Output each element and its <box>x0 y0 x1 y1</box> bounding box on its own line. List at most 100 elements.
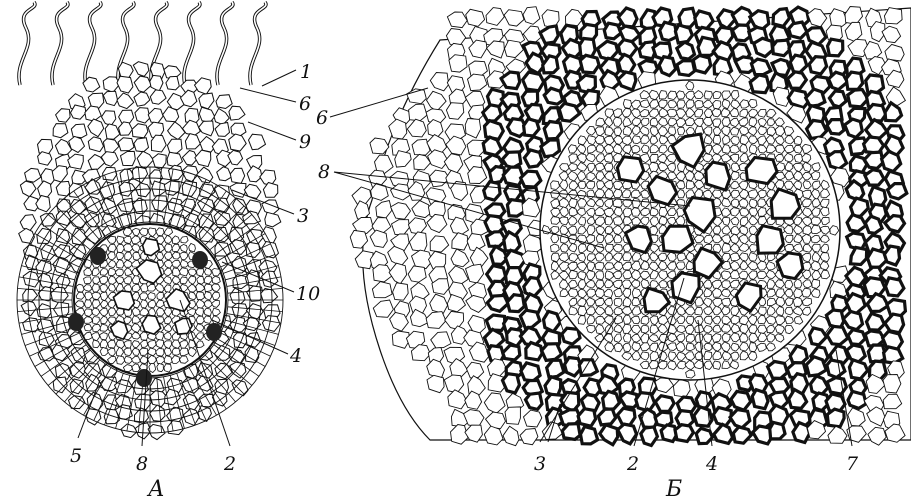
stele-cell <box>660 216 667 224</box>
cortex-cell <box>641 427 658 446</box>
cortex-cell <box>262 316 280 332</box>
cortex-cell <box>504 10 524 26</box>
cortex-cell <box>88 137 103 152</box>
stele-cell <box>704 91 712 99</box>
cortex-cell <box>544 88 563 104</box>
cortex-cell <box>503 374 520 393</box>
cortex-cell <box>770 423 785 439</box>
stele-cell <box>650 154 658 162</box>
cortex-cell <box>132 124 148 138</box>
cortex-cell <box>845 119 863 137</box>
stele-cell <box>148 300 156 308</box>
caption-b: Б <box>665 477 682 502</box>
stele-cell <box>595 262 604 270</box>
cortex-cell <box>865 170 884 185</box>
stele-cell <box>124 348 132 356</box>
cortex-cell <box>199 121 214 136</box>
stele-cell <box>157 252 164 260</box>
xylem-vessel <box>757 226 783 254</box>
cortex-cell <box>868 249 887 268</box>
cortex-cell <box>56 109 71 123</box>
cortex-cell <box>119 122 133 135</box>
cortex-cell <box>117 76 133 93</box>
stele-cell <box>749 343 757 352</box>
cortex-cell <box>562 328 580 344</box>
cortex-cell <box>197 167 213 183</box>
stele-cell <box>140 332 148 340</box>
stele-cell <box>667 109 677 117</box>
cortex-cell <box>38 152 52 166</box>
xylem-vessel <box>746 158 777 184</box>
cortex-cell <box>229 106 245 120</box>
cortex-cell <box>544 122 562 140</box>
stele-cell <box>633 198 641 208</box>
cortex-cell <box>502 152 521 168</box>
cortex-cell <box>40 214 56 227</box>
stele-cell <box>776 297 785 306</box>
stele-cell <box>605 216 613 225</box>
cortex-cell <box>523 7 540 25</box>
cortex-cell <box>788 72 807 89</box>
stele-cell <box>614 298 622 307</box>
stele-cell <box>649 162 658 172</box>
stele-cell <box>172 348 180 355</box>
stele-cell <box>713 361 721 369</box>
stele-cell <box>623 99 631 108</box>
cortex-cell <box>148 108 163 123</box>
stele-cell <box>811 225 821 233</box>
stele-cell <box>632 342 641 350</box>
cortex-cell <box>807 120 827 138</box>
stele-cell <box>85 309 93 317</box>
stele-cell <box>713 100 721 109</box>
label-b-4: 4 <box>705 453 718 475</box>
cortex-cell <box>578 409 596 427</box>
cortex-cell <box>828 152 847 169</box>
cortex-cell <box>230 168 244 183</box>
stele-cell <box>85 300 92 308</box>
stele-cell <box>212 269 221 276</box>
cortex-cell <box>485 121 504 140</box>
cortex-cell <box>733 427 751 443</box>
stele-cell <box>712 190 722 198</box>
cortex-cell <box>103 167 117 180</box>
label-a-1: 1 <box>300 61 312 83</box>
cortex-cell <box>195 150 211 167</box>
stele-cell <box>668 361 677 370</box>
cortex-cell <box>603 391 620 409</box>
stele-cell <box>204 284 212 292</box>
stele-cell <box>569 270 577 278</box>
cortex-cell <box>199 107 214 122</box>
cortex-cell <box>827 326 848 344</box>
root-hair <box>19 2 35 85</box>
stele-cell <box>605 226 613 234</box>
stele-cell <box>794 145 802 153</box>
stele-cell <box>677 326 686 333</box>
stele-cell <box>605 263 615 270</box>
stele-cell <box>596 271 604 280</box>
stele-cell <box>695 100 704 108</box>
cortex-cell <box>849 360 867 379</box>
stele-cell <box>785 307 793 315</box>
stele-cell <box>613 199 622 208</box>
root-hair <box>85 2 101 85</box>
cortex-cell <box>655 396 674 412</box>
stele-cell <box>164 348 171 356</box>
cortex-cell <box>52 166 67 182</box>
cortex-cell <box>105 124 120 139</box>
cortex-cell <box>135 108 150 124</box>
cortex-cell <box>150 405 165 421</box>
stele-cell <box>704 351 712 359</box>
cortex-cell <box>118 138 134 151</box>
stele-cell <box>551 234 559 242</box>
stele-cell <box>568 289 578 298</box>
stele-cell <box>695 307 703 315</box>
cortex-cell <box>447 12 467 28</box>
stele-cell <box>101 340 108 348</box>
stele-cell <box>676 262 685 269</box>
stele-cell <box>108 340 116 348</box>
cortex-cell <box>199 93 214 109</box>
stele-cell <box>116 252 123 259</box>
stele-cell <box>569 199 577 208</box>
xylem-vessel <box>706 162 730 190</box>
